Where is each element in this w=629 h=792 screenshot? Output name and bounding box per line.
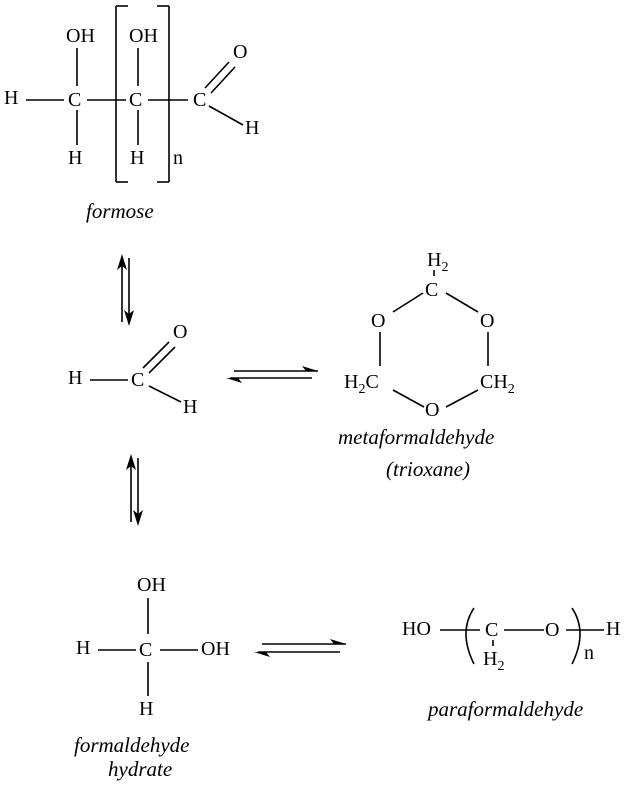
trioxane-oxygen-left: O (371, 310, 385, 332)
paraformaldehyde-caption: paraformaldehyde (426, 697, 583, 721)
formaldehyde-carbon: C (131, 369, 144, 391)
paraformaldehyde-h2: H2 (483, 648, 504, 674)
trioxane-oxygen-bottom: O (425, 399, 439, 421)
paraformaldehyde-paren-right (571, 607, 581, 665)
equilibrium-arrow-hydrate-paraformaldehyde (254, 639, 346, 657)
paraformaldehyde-ho: HO (402, 618, 431, 640)
formaldehyde-bond-c-h (148, 385, 182, 403)
hydrate-oh-top: OH (137, 574, 166, 596)
paraformaldehyde-n-subscript: n (584, 642, 594, 664)
trioxane-h2-top: H2 (427, 249, 448, 275)
formose-bond-c3-o-b (210, 66, 236, 94)
formose-n-subscript: n (173, 147, 183, 169)
trioxane-bond-cright-obottom (445, 389, 479, 408)
formose-structure: H C OH H C OH H n C O H (4, 5, 259, 183)
trioxane-ch2-left: H2C (344, 371, 379, 397)
hydrate-structure: OH H C OH H (76, 574, 230, 720)
formaldehyde-structure: H C O H (68, 321, 197, 418)
formaldehyde-h-left: H (68, 367, 82, 389)
equilibrium-arrow-formaldehyde-hydrate (126, 454, 143, 526)
formose-oh-1: OH (66, 25, 95, 47)
formaldehyde-bond-c-o-a (142, 341, 170, 369)
hydrate-caption-line1: formaldehyde (74, 733, 189, 757)
equilibrium-arrow-formaldehyde-trioxane (226, 366, 318, 383)
formose-bond-c3-h (208, 105, 244, 126)
formose-h-1: H (68, 147, 82, 169)
trioxane-bond-ctop-oleft (392, 292, 424, 313)
paraformaldehyde-oxygen: O (545, 619, 559, 641)
formose-carbon-2: C (129, 89, 142, 111)
formose-caption: formose (86, 199, 154, 223)
hydrate-h-bottom: H (139, 698, 153, 720)
formose-oh-2: OH (129, 25, 158, 47)
trioxane-structure: H2 C O O H2C CH2 O (344, 249, 515, 421)
trioxane-caption-line2: (trioxane) (386, 457, 470, 481)
trioxane-bond-ctop-oright (445, 292, 479, 313)
equilibrium-arrow-formose-formaldehyde (117, 254, 134, 326)
trioxane-ch2-right: CH2 (480, 371, 515, 397)
trioxane-oxygen-right: O (480, 310, 494, 332)
hydrate-caption-line2: hydrate (108, 757, 172, 781)
formaldehyde-bond-c-o-b (148, 346, 176, 374)
formose-bond-c3-o-a (204, 61, 230, 89)
trioxane-bond-cleft-obottom (392, 389, 425, 408)
formose-o-aldehyde: O (233, 41, 247, 63)
formose-h-left: H (4, 87, 18, 109)
hydrate-carbon: C (139, 639, 152, 661)
formaldehyde-h-right: H (183, 396, 197, 418)
paraformaldehyde-structure: HO C H2 O n H (402, 607, 620, 674)
trioxane-caption-line1: metaformaldehyde (338, 425, 494, 449)
trioxane-carbon-top: C (425, 279, 438, 301)
formose-h-2: H (130, 147, 144, 169)
paraformaldehyde-carbon: C (485, 619, 498, 641)
hydrate-oh-right: OH (201, 638, 230, 660)
hydrate-h-left: H (76, 637, 90, 659)
paraformaldehyde-h-right: H (606, 618, 620, 640)
formose-h-aldehyde: H (245, 117, 259, 139)
formose-carbon-3: C (193, 89, 206, 111)
formose-carbon-1: C (68, 89, 81, 111)
formaldehyde-oxygen: O (173, 321, 187, 343)
paraformaldehyde-paren-left (465, 607, 475, 665)
